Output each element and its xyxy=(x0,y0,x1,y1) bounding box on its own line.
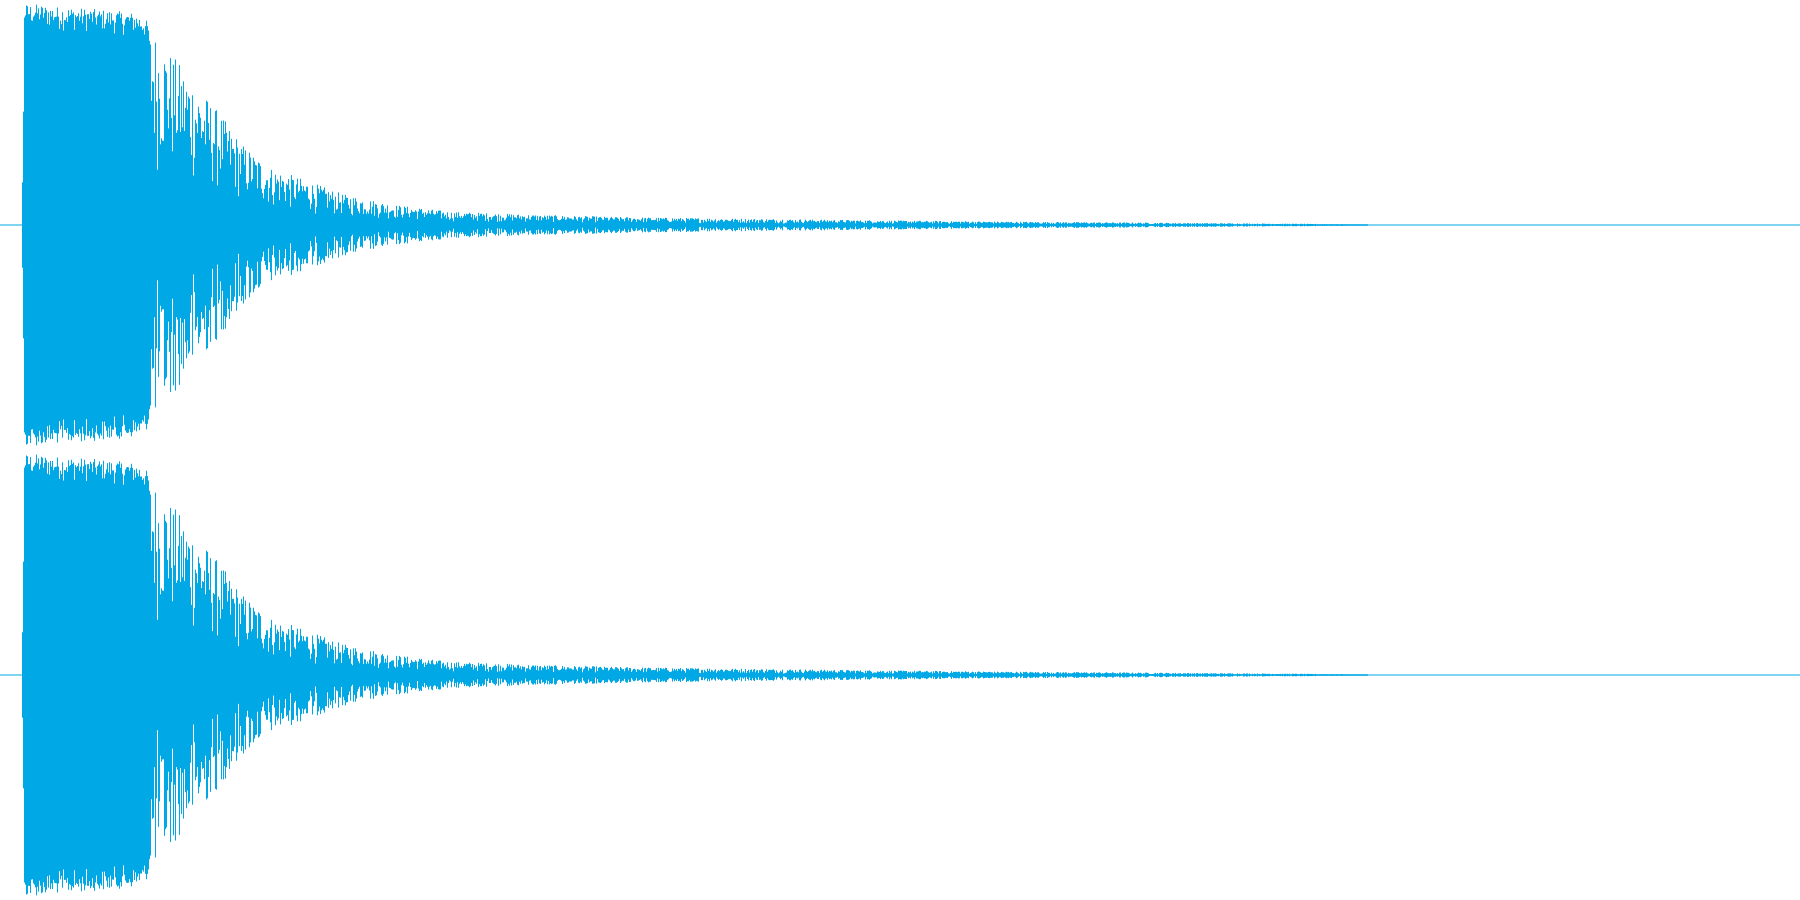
waveform-core xyxy=(22,663,1368,687)
channel-2 xyxy=(0,454,1800,896)
waveform-core xyxy=(22,213,1368,237)
channel-1 xyxy=(0,4,1800,446)
